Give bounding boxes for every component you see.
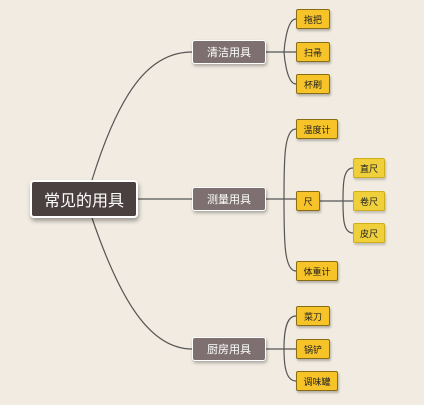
leaf-broom[interactable]: 扫帚	[296, 42, 330, 62]
leaf-thermometer[interactable]: 温度计	[296, 119, 338, 139]
connector-measuring-leaves	[266, 128, 297, 272]
connector-ruler-leaves	[320, 167, 354, 234]
leaf-ruler[interactable]: 尺	[296, 191, 320, 211]
leaf-spatula[interactable]: 锅铲	[296, 339, 330, 359]
leaf-seasoning-jar[interactable]: 调味罐	[296, 371, 338, 391]
category-measuring[interactable]: 测量用具	[192, 187, 266, 211]
connector-kitchen-leaves	[266, 315, 297, 382]
leaf-cup-brush[interactable]: 杯刷	[296, 74, 330, 94]
leaf-leather-tape[interactable]: 皮尺	[353, 223, 385, 243]
connector-cleaning-leaves	[266, 18, 297, 85]
category-cleaning[interactable]: 清洁用具	[192, 40, 266, 64]
leaf-scale[interactable]: 体重计	[296, 261, 338, 281]
leaf-straight-ruler[interactable]: 直尺	[353, 158, 385, 178]
connector-root-kitchen	[91, 217, 193, 350]
leaf-tape-measure[interactable]: 卷尺	[353, 191, 385, 211]
leaf-mop[interactable]: 拖把	[296, 9, 330, 29]
root-node[interactable]: 常见的用具	[30, 180, 138, 218]
connector-root-cleaning	[91, 51, 193, 181]
category-kitchen[interactable]: 厨房用具	[192, 337, 266, 361]
leaf-kitchen-knife[interactable]: 菜刀	[296, 306, 330, 326]
